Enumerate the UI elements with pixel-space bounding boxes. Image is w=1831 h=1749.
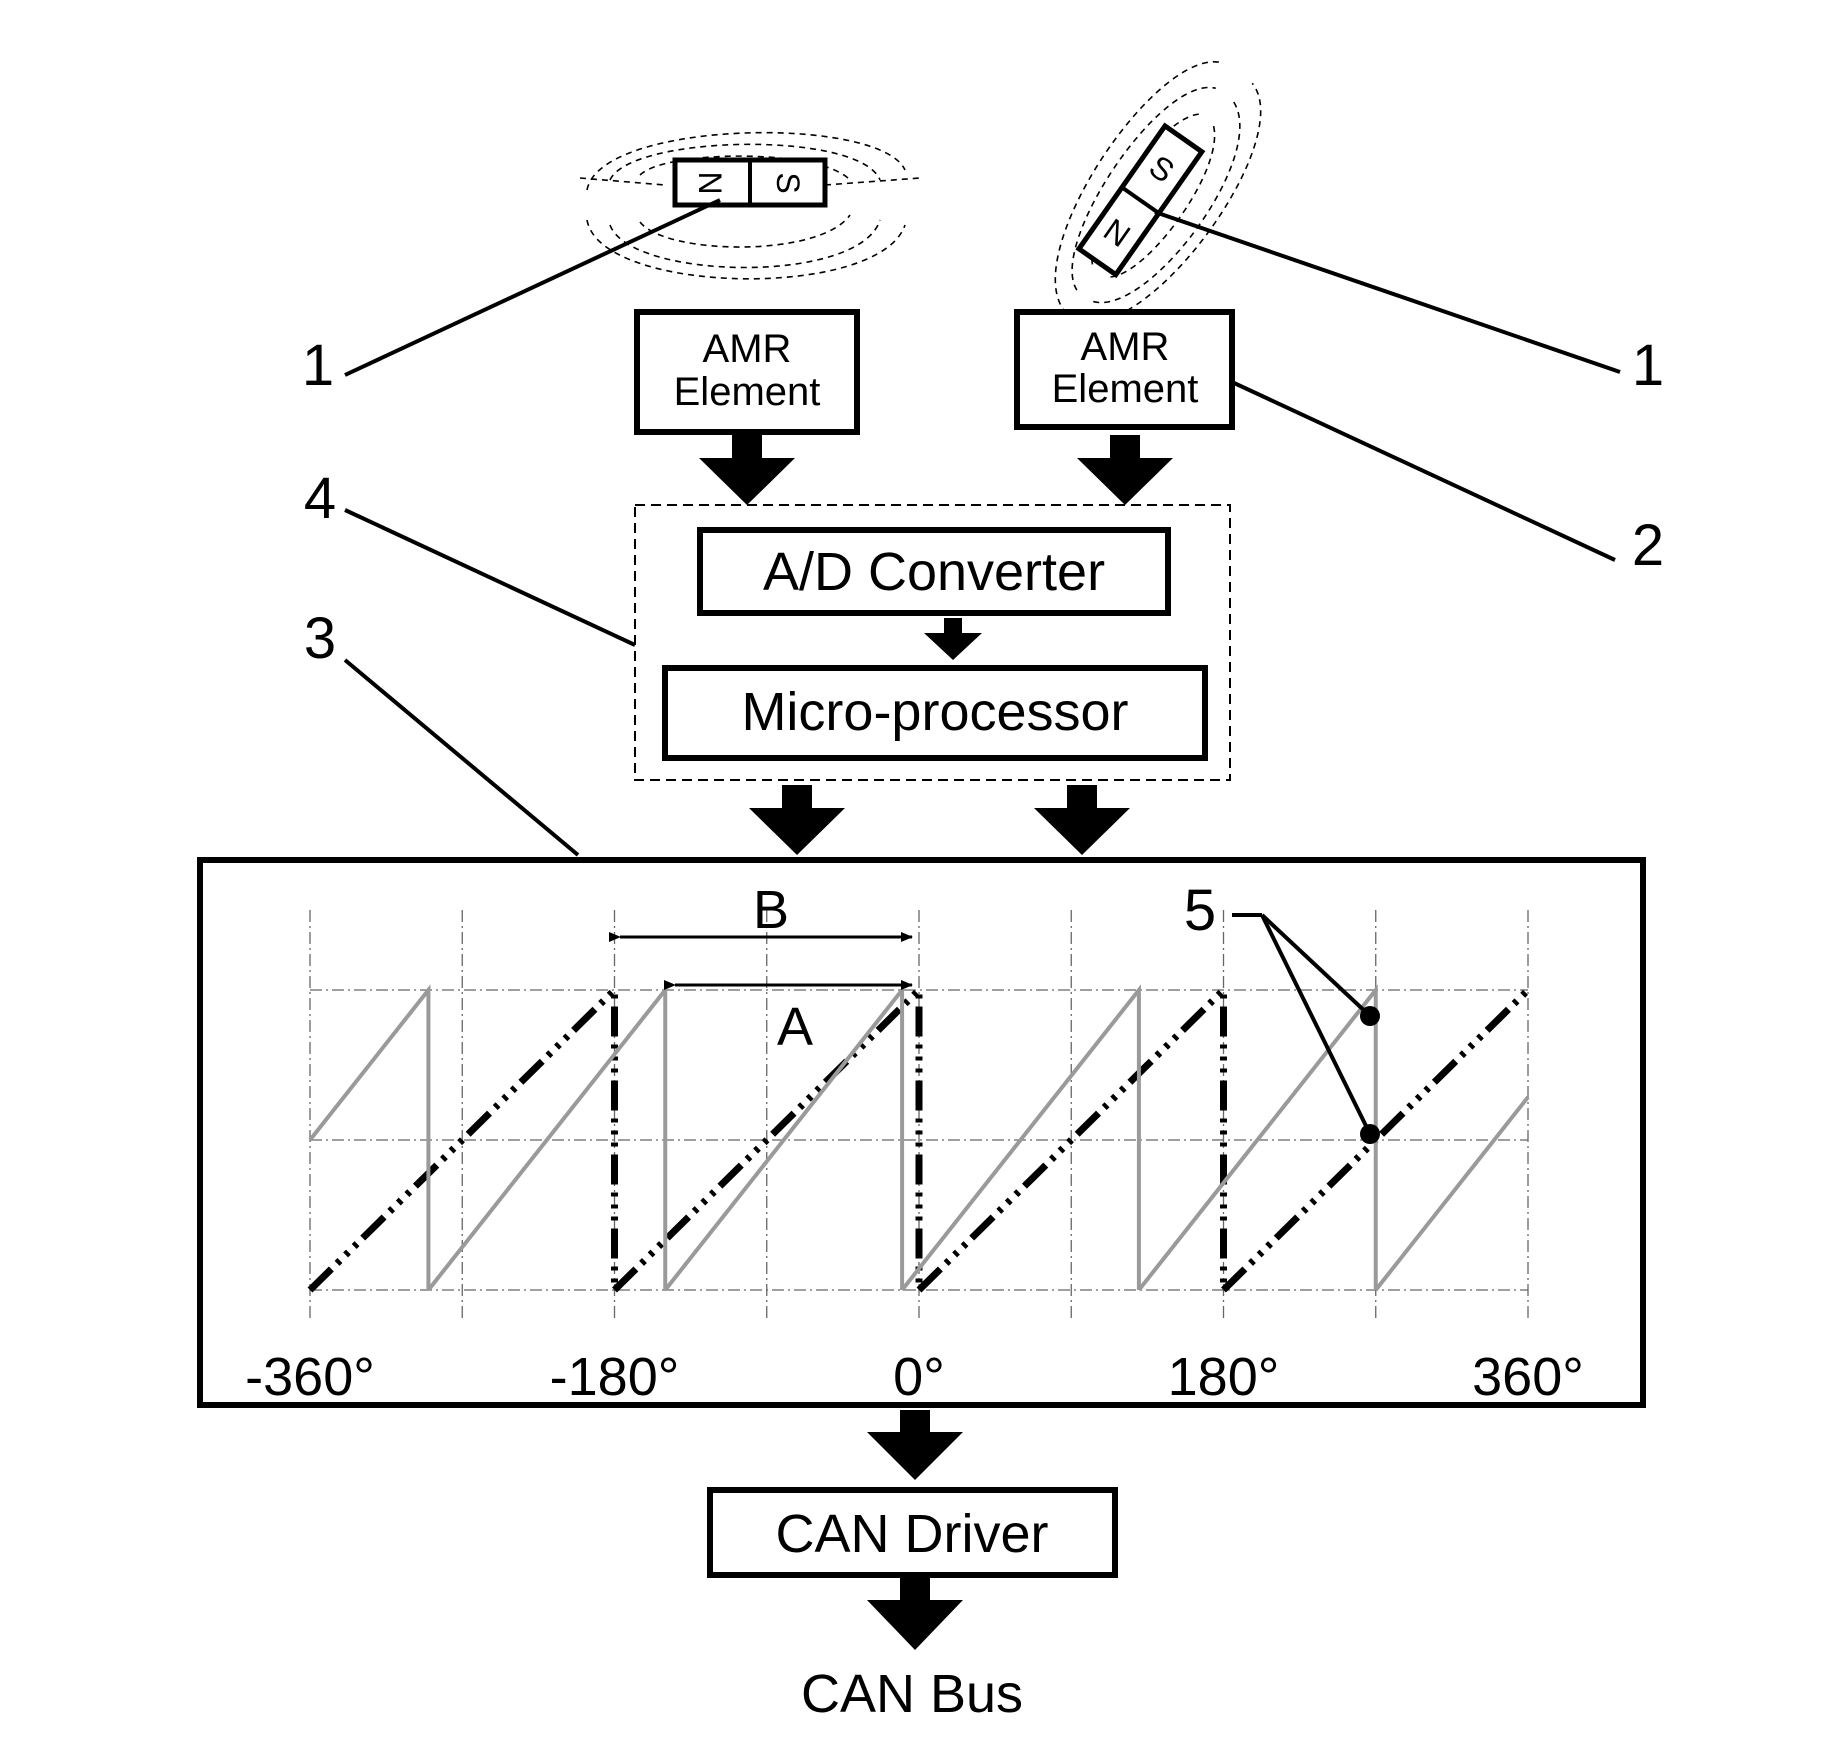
microprocessor-box: Micro-processor <box>662 665 1208 761</box>
callout-3: 3 <box>304 606 336 671</box>
microprocessor-label: Micro-processor <box>741 682 1128 742</box>
amr-left-line1: AMR <box>703 327 792 371</box>
callout-5-group: 5 <box>1184 878 1380 1144</box>
dimension-b-label: B <box>753 880 789 940</box>
plot-x-ticks: -360° -180° 0° 180° 360° <box>245 1347 1584 1407</box>
arrow-adc-to-micro <box>924 618 982 660</box>
leader-amr-element <box>1231 380 1616 562</box>
callout-4: 4 <box>304 466 336 531</box>
callout-1-right: 1 <box>1632 333 1664 398</box>
callout-2: 2 <box>1632 513 1664 578</box>
arrow-amr-right-down <box>1077 435 1173 505</box>
leader-processing-unit <box>344 508 636 647</box>
magnet-left: N S <box>579 131 921 280</box>
leader-plot <box>343 658 580 857</box>
dimension-a: A <box>664 980 913 1057</box>
amr-element-right: AMR Element <box>1014 309 1235 430</box>
arrow-micro-to-plot-right <box>1034 785 1130 855</box>
leader-magnet-left <box>344 198 721 377</box>
x-tick-label: -180° <box>550 1347 680 1407</box>
arrow-plot-to-can-driver <box>867 1410 963 1480</box>
can-driver-box: CAN Driver <box>707 1487 1118 1578</box>
plot-series <box>307 981 1531 1293</box>
arrow-can-driver-to-bus <box>867 1578 963 1650</box>
series-1-line <box>308 984 1530 1292</box>
amr-right-line2: Element <box>1052 367 1199 411</box>
x-tick-label: -360° <box>245 1347 375 1407</box>
amr-element-left: AMR Element <box>634 309 860 435</box>
magnet-right: N S <box>1054 60 1262 323</box>
callout-1-left: 1 <box>302 333 334 398</box>
dimension-a-label: A <box>777 997 813 1057</box>
amr-left-line2: Element <box>674 370 821 414</box>
magnet-left-south-label: S <box>770 172 806 193</box>
arrow-micro-to-plot-left <box>749 785 845 855</box>
amr-right-line1: AMR <box>1081 325 1170 369</box>
callout-5: 5 <box>1184 878 1216 943</box>
leader-magnet-right <box>1154 210 1621 374</box>
can-driver-label: CAN Driver <box>775 1504 1048 1564</box>
intersection-point-upper <box>1360 1006 1380 1026</box>
arrow-amr-left-down <box>699 435 795 505</box>
adc-box: A/D Converter <box>697 527 1171 616</box>
intersection-point-lower <box>1360 1124 1380 1144</box>
x-tick-label: 0° <box>893 1347 945 1407</box>
dimension-b: B <box>609 880 913 942</box>
can-bus-label: CAN Bus <box>801 1664 1023 1724</box>
adc-label: A/D Converter <box>763 542 1105 602</box>
x-tick-label: 360° <box>1472 1347 1584 1407</box>
magnet-left-north-label: N <box>692 171 728 194</box>
x-tick-label: 180° <box>1168 1347 1280 1407</box>
processing-unit-boundary <box>634 504 1231 781</box>
